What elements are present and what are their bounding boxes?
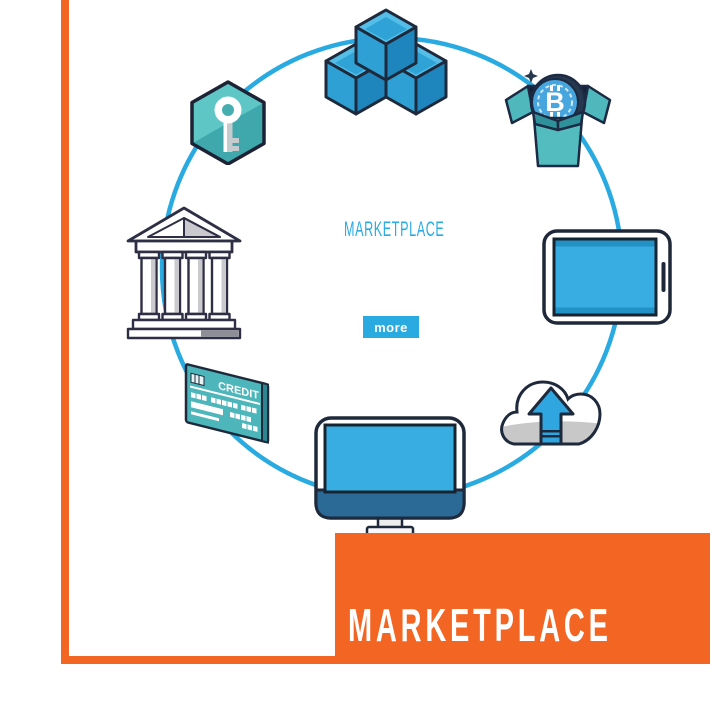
cubes-icon [324,8,448,116]
bitcoin-symbol: B [545,87,565,117]
monitor-icon [314,416,466,540]
cloud-upload-icon [500,380,602,446]
more-button[interactable]: more [363,316,419,338]
monitor-screen [323,423,457,494]
banner: MARKETPLACE [335,533,710,664]
sparkle-icon [524,69,538,83]
key-hexagon-icon [190,80,266,165]
banner-title: MARKETPLACE [348,599,612,651]
upload-arrow [527,386,575,446]
frame-bottom-bar [61,656,335,664]
credit-card-icon: CREDIT [184,363,270,444]
tablet-icon [542,229,672,325]
bank-icon [126,206,242,340]
frame-left-bar [61,0,69,664]
center-title: MARKETPLACE [344,218,445,241]
tablet-side-button [661,262,666,292]
bitcoin-box-icon: B [504,69,612,168]
